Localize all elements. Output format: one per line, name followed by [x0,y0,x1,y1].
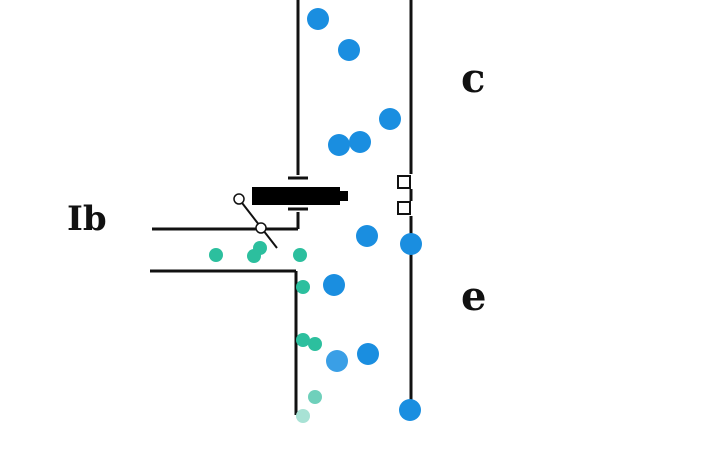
large-particle [349,131,371,153]
small-particle [308,390,322,404]
sensor-pad-upper [397,175,411,189]
electrode-plates [288,176,308,211]
small-particle [296,333,310,347]
large-particle [338,39,360,61]
small-particle [293,248,307,262]
large-particle [356,225,378,247]
large-particle [323,274,345,296]
small-particles [209,241,322,423]
lower-hinge-icon [255,222,267,234]
large-particles [307,8,422,421]
large-particle [328,134,350,156]
small-particle [296,280,310,294]
small-particle [247,249,261,263]
large-particle [379,108,401,130]
actuator-tip [338,191,348,201]
large-particle [400,233,422,255]
label-c: c [461,55,485,102]
upper-hinge-icon [233,193,245,205]
large-particle [326,350,348,372]
small-particle [296,409,310,423]
sensor-pad-lower [397,201,411,215]
small-particle [209,248,223,262]
sensor-pads [397,175,411,215]
large-particle [357,343,379,365]
label-e: e [461,273,486,320]
channel-walls [150,0,413,415]
actuator-body [252,187,340,205]
large-particle [399,399,421,421]
valve-actuator [233,187,348,249]
small-particle [308,337,322,351]
label-ib: Ib [67,199,107,239]
large-particle [307,8,329,30]
